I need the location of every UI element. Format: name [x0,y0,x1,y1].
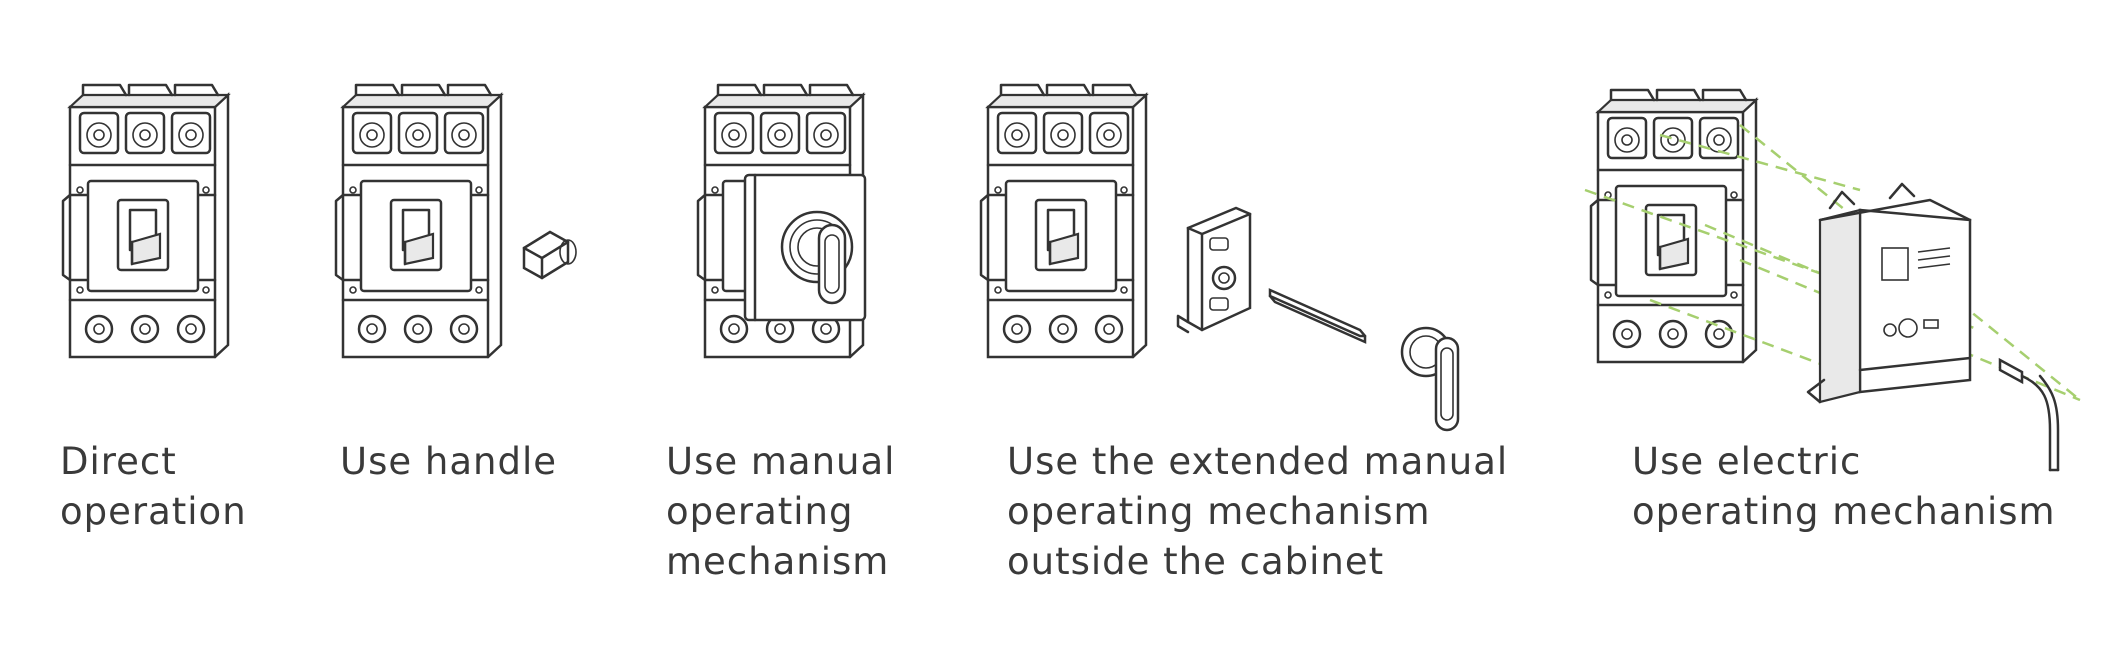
loose-handle [522,230,577,280]
breaker-extended-mechanism [979,83,1148,359]
caption-direct-operation: Direct operation [60,440,247,533]
mounting-bracket [1176,206,1252,334]
caption-electric-mechanism: Use electric operating mechanism [1632,440,2056,533]
caption-use-handle: Use handle [340,440,557,483]
breaker-direct-operation [61,83,230,359]
caption-extended-mechanism: Use the extended manual operating mechan… [1007,440,1509,583]
external-rotary-handle [1400,326,1460,432]
operator-cable [1998,357,2060,472]
caption-manual-mechanism: Use manual operating mechanism [666,440,896,583]
breaker-electric-mechanism [1589,88,1758,364]
extension-shaft [1268,288,1367,344]
breaker-with-handle [334,83,503,359]
breaker-with-manual-mechanism [696,83,867,359]
electric-operator-unit [1806,182,1972,404]
